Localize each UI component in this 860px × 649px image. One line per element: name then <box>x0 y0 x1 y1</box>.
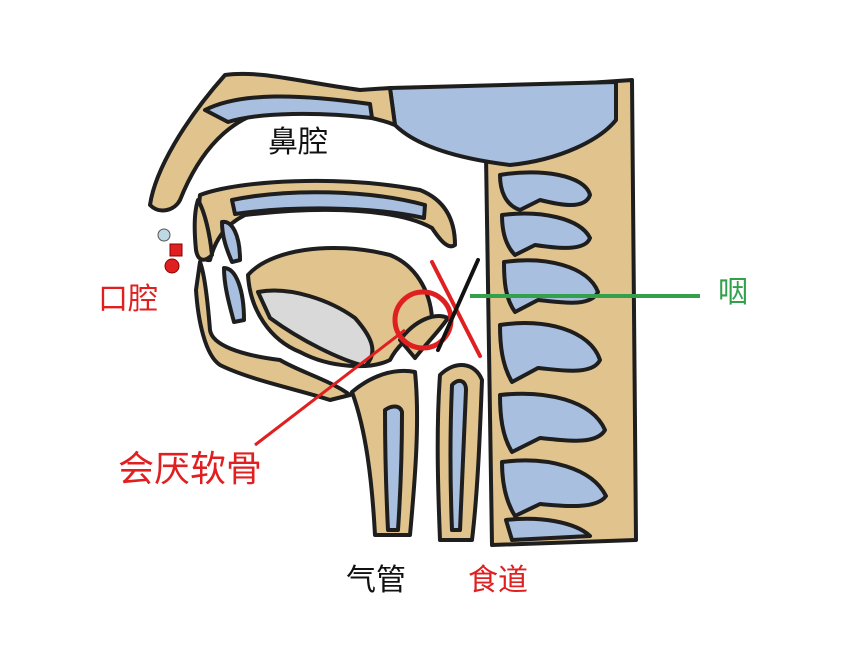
upper-teeth <box>220 219 242 264</box>
upper-lip <box>192 198 214 262</box>
marker-red-square <box>169 243 183 257</box>
marker-light-blue-circle <box>157 228 171 242</box>
epiglottis-leader-line <box>254 328 406 447</box>
vertebra-7 <box>504 516 592 542</box>
lower-teeth <box>222 266 246 324</box>
cranial-cavity <box>388 80 618 167</box>
nasal-passage-blue <box>203 94 374 124</box>
vertebra-2 <box>500 211 592 257</box>
vertebra-5 <box>498 391 607 454</box>
tongue-hyoid-speckle <box>256 288 375 368</box>
vertebra-1 <box>498 170 592 212</box>
label-esophagus: 食道 <box>468 563 528 598</box>
esophagus-lumen <box>448 378 468 532</box>
label-trachea: 气管 <box>346 563 406 598</box>
marker-red-circle <box>164 258 180 274</box>
vertebra-3 <box>502 258 600 314</box>
label-nasal-cavity: 鼻腔 <box>268 125 328 160</box>
pharynx-black-slash <box>436 258 480 352</box>
trachea-lumen <box>383 404 404 532</box>
vertebra-6 <box>500 458 608 518</box>
palate-blue <box>230 190 427 220</box>
label-pharynx: 咽 <box>718 275 748 310</box>
vertebra-4 <box>498 321 602 384</box>
label-epiglottis: 会厌软骨 <box>118 449 263 490</box>
lower-jaw <box>194 260 352 402</box>
label-oral-cavity: 口腔 <box>98 282 158 317</box>
